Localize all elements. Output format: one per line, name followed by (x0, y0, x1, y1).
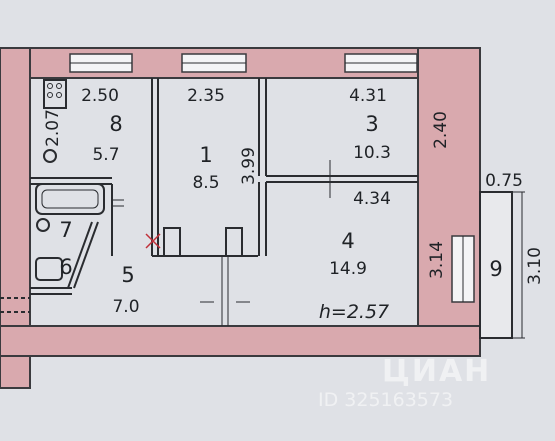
exterior-walls (0, 47, 481, 389)
balcony (479, 191, 525, 339)
bottom-wall (0, 325, 481, 357)
room-5-area: 7.0 (112, 297, 139, 317)
ceiling-height: h=2.57 (319, 301, 389, 323)
dim-room8-depth: 2.07 (43, 109, 63, 147)
bath-diagonal-wall (73, 221, 99, 289)
entrance (0, 297, 30, 313)
room-4-area: 14.9 (329, 259, 367, 279)
room-6-number: 6 (59, 255, 72, 279)
dim-room4-depth: 3.14 (427, 241, 447, 279)
room-4-number: 4 (341, 229, 354, 253)
room-7-number: 7 (59, 218, 72, 242)
dim-balcony-depth: 0.75 (485, 171, 523, 191)
sink (35, 257, 63, 281)
dim-room3-width: 4.31 (349, 86, 387, 106)
room-8-number: 8 (109, 112, 122, 136)
interior-walls (30, 78, 418, 326)
room-9-number: 9 (489, 257, 502, 281)
room-5-number: 5 (121, 263, 134, 287)
dim-balcony-length: 3.10 (525, 247, 545, 285)
room-3-number: 3 (365, 112, 378, 136)
dim-room8-width: 2.50 (81, 86, 119, 106)
kitchen-sink (43, 149, 57, 163)
toilet (36, 218, 50, 232)
dimension-labels: 2.50 2.35 4.31 4.34 2.07 3.99 2.40 3.14 … (43, 86, 545, 323)
watermark: ЦИАН ID 325163573 (318, 354, 491, 411)
room-1-number: 1 (199, 143, 212, 167)
bathtub (35, 183, 105, 215)
dim-room1-width: 2.35 (187, 86, 225, 106)
closet-left (163, 227, 181, 257)
stove (43, 79, 67, 109)
room-3-area: 10.3 (353, 143, 391, 163)
room-8-area: 5.7 (92, 145, 119, 165)
dim-room3-depth: 2.40 (431, 111, 451, 149)
room-labels: 8 5.7 1 8.5 3 10.3 4 14.9 5 7.0 6 7 9 (59, 112, 502, 317)
dim-room4-width: 4.34 (353, 189, 391, 209)
balcony-door (451, 235, 475, 303)
top-windows (69, 53, 418, 73)
watermark-id: ID 325163573 (318, 389, 453, 411)
room-1-area: 8.5 (192, 173, 219, 193)
balcony-outline (479, 191, 513, 339)
dim-room1-depth: 3.99 (239, 147, 259, 185)
watermark-brand: ЦИАН (382, 354, 491, 389)
closet-right (225, 227, 243, 257)
